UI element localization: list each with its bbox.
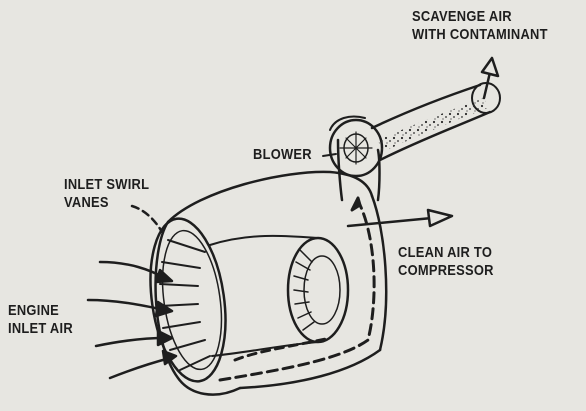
engine-inlet-air-line-1: ENGINE — [8, 302, 73, 320]
clean-air-label: CLEAN AIR TO COMPRESSOR — [398, 244, 494, 280]
inlet-duct-casing — [156, 172, 387, 395]
scavenge-air-line-2: WITH CONTAMINANT — [412, 26, 548, 44]
clean-air-line-1: CLEAN AIR TO — [398, 244, 494, 262]
contaminant-stream — [378, 98, 488, 152]
clean-air-line-2: COMPRESSOR — [398, 262, 494, 280]
inlet-swirl-vanes-label: INLET SWIRL VANES — [64, 176, 149, 212]
inlet-swirl-vanes — [160, 240, 210, 370]
blower-leader-line — [323, 154, 336, 156]
engine-inlet-air-arrows — [88, 262, 176, 378]
compressor-face — [210, 236, 348, 356]
blower-label: BLOWER — [253, 146, 312, 164]
scavenge-outlet-arrow — [482, 58, 498, 98]
scavenge-air-line-1: SCAVENGE AIR — [412, 8, 548, 26]
inlet-swirl-vanes-line-2: VANES — [64, 194, 149, 212]
engine-inlet-air-line-2: INLET AIR — [8, 320, 73, 338]
inlet-swirl-vanes-line-1: INLET SWIRL — [64, 176, 149, 194]
engine-inlet-air-label: ENGINE INLET AIR — [8, 302, 73, 338]
scavenge-air-label: SCAVENGE AIR WITH CONTAMINANT — [412, 8, 548, 44]
